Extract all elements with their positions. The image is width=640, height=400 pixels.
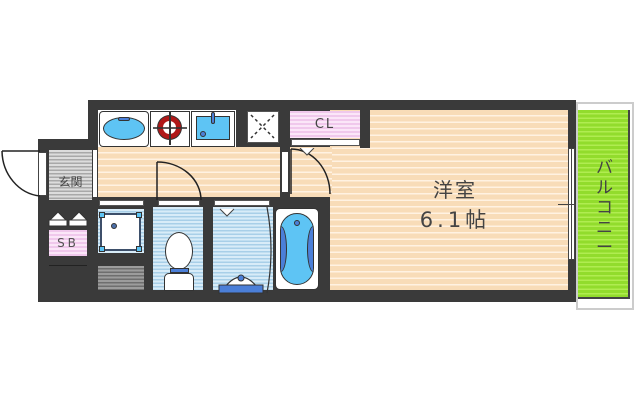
bathtub-drain-icon	[294, 220, 300, 226]
closet-door[interactable]	[291, 139, 360, 146]
door-jamb	[282, 152, 288, 192]
entrance-step	[93, 150, 97, 197]
main-room-name: 洋室	[433, 178, 477, 202]
toilet-right-wall	[203, 205, 213, 293]
shoe-box-label: SB	[57, 236, 79, 250]
entrance-door-opening	[38, 152, 47, 196]
shoe-box: SB	[49, 230, 87, 256]
toilet-door-swing-icon[interactable]	[155, 160, 205, 200]
balcony-floor	[578, 110, 630, 299]
pan-corner	[136, 246, 142, 252]
gas-stove-fixture	[150, 111, 190, 147]
washroom-fixtures-icon	[218, 206, 272, 294]
bathtub-basin-icon	[280, 213, 314, 285]
washing-machine-pan	[99, 212, 142, 252]
sink-drain-icon	[200, 131, 206, 137]
laundry-door-strip	[99, 200, 144, 206]
toilet-tank-icon	[164, 273, 194, 291]
shoe-box-shelf-line	[49, 265, 87, 266]
washbasin-faucet-icon	[118, 117, 130, 121]
kitchen-corridor-floor	[98, 147, 332, 197]
shoe-box-door-arrows-icon[interactable]	[48, 210, 93, 230]
window-cross-mark	[558, 204, 588, 205]
washbasin-fixture	[99, 111, 149, 147]
closet-side-wall	[280, 110, 290, 147]
pan-corner	[99, 246, 105, 252]
toilet-bowl-icon	[165, 232, 193, 270]
main-room-size: 6.1帖	[419, 208, 491, 232]
bathtub-armrest	[307, 226, 313, 272]
burner-cross-h	[153, 127, 187, 129]
kitchen-wall-stub	[236, 110, 246, 147]
entrance-door-swing-icon[interactable]	[0, 150, 45, 200]
main-room-door-swing-icon[interactable]	[290, 148, 340, 198]
entrance-label: 玄関	[58, 175, 83, 189]
washroom-door[interactable]	[214, 200, 270, 206]
closet-label: CL	[314, 117, 336, 132]
sink-faucet-icon	[211, 112, 215, 124]
wet-area-top-wall	[88, 197, 330, 207]
bathtub-fixture	[275, 208, 319, 290]
entrance-floor: 玄関	[49, 150, 92, 200]
bathtub-armrest	[281, 226, 287, 272]
main-room-left-wall	[322, 197, 330, 290]
fridge-cross-icon	[250, 114, 275, 139]
toilet-seat-ring	[170, 268, 189, 273]
pan-drain-icon	[111, 223, 117, 229]
closet: CL	[290, 111, 360, 138]
storage-shelf	[98, 266, 144, 290]
pan-corner	[99, 212, 105, 218]
kitchen-sink-fixture	[191, 111, 235, 147]
closet-right-wall	[360, 110, 370, 148]
balcony-label: バルコニー	[596, 158, 613, 258]
toilet-door[interactable]	[158, 200, 200, 206]
fridge-space	[247, 111, 279, 143]
burner-cross-v	[169, 112, 171, 145]
pan-corner	[136, 212, 142, 218]
